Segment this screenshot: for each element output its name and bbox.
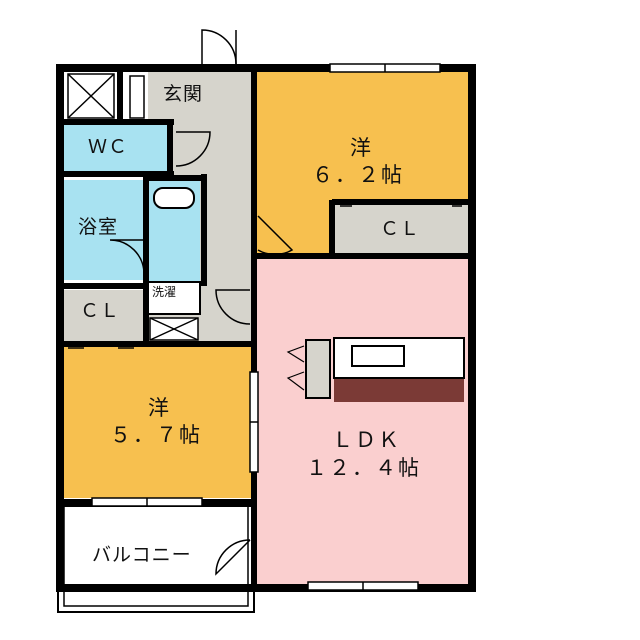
ldk-size: １２．４帖 [306,456,421,480]
fridge-door [286,345,305,391]
fridge-space [305,339,331,399]
closet-top [334,204,468,254]
entrance-label: 玄関 [163,83,204,105]
bathtub-top [153,187,195,209]
western-a-label: 洋 [350,136,373,160]
outer-walls [56,64,476,592]
ldk-room [256,258,468,584]
laundry-label: 洗濯 [152,285,177,299]
balcony-label: バルコニー [92,544,192,566]
closet-top-label: ＣＬ [380,218,421,240]
western-b-size: ５．７帖 [110,423,202,447]
wc-room [64,124,168,172]
entrance-floor [148,72,248,118]
bath-room [64,180,144,280]
closet-left-label: ＣＬ [80,300,121,322]
ldk-label: ＬＤＫ [332,428,401,452]
bath-label: 浴室 [78,216,119,238]
doors [68,29,462,576]
balcony [57,505,255,613]
windows [91,63,441,591]
western-room-b [64,346,254,498]
western-a-size: ６．２帖 [312,163,404,187]
kitchen-sink [351,345,405,367]
shoe-storage [67,73,199,341]
laundry-area [147,281,201,315]
western-b-label: 洋 [148,396,171,420]
kitchen-counter [334,378,464,402]
closet-left [64,290,144,342]
wc-label: ＷＣ [88,136,129,158]
